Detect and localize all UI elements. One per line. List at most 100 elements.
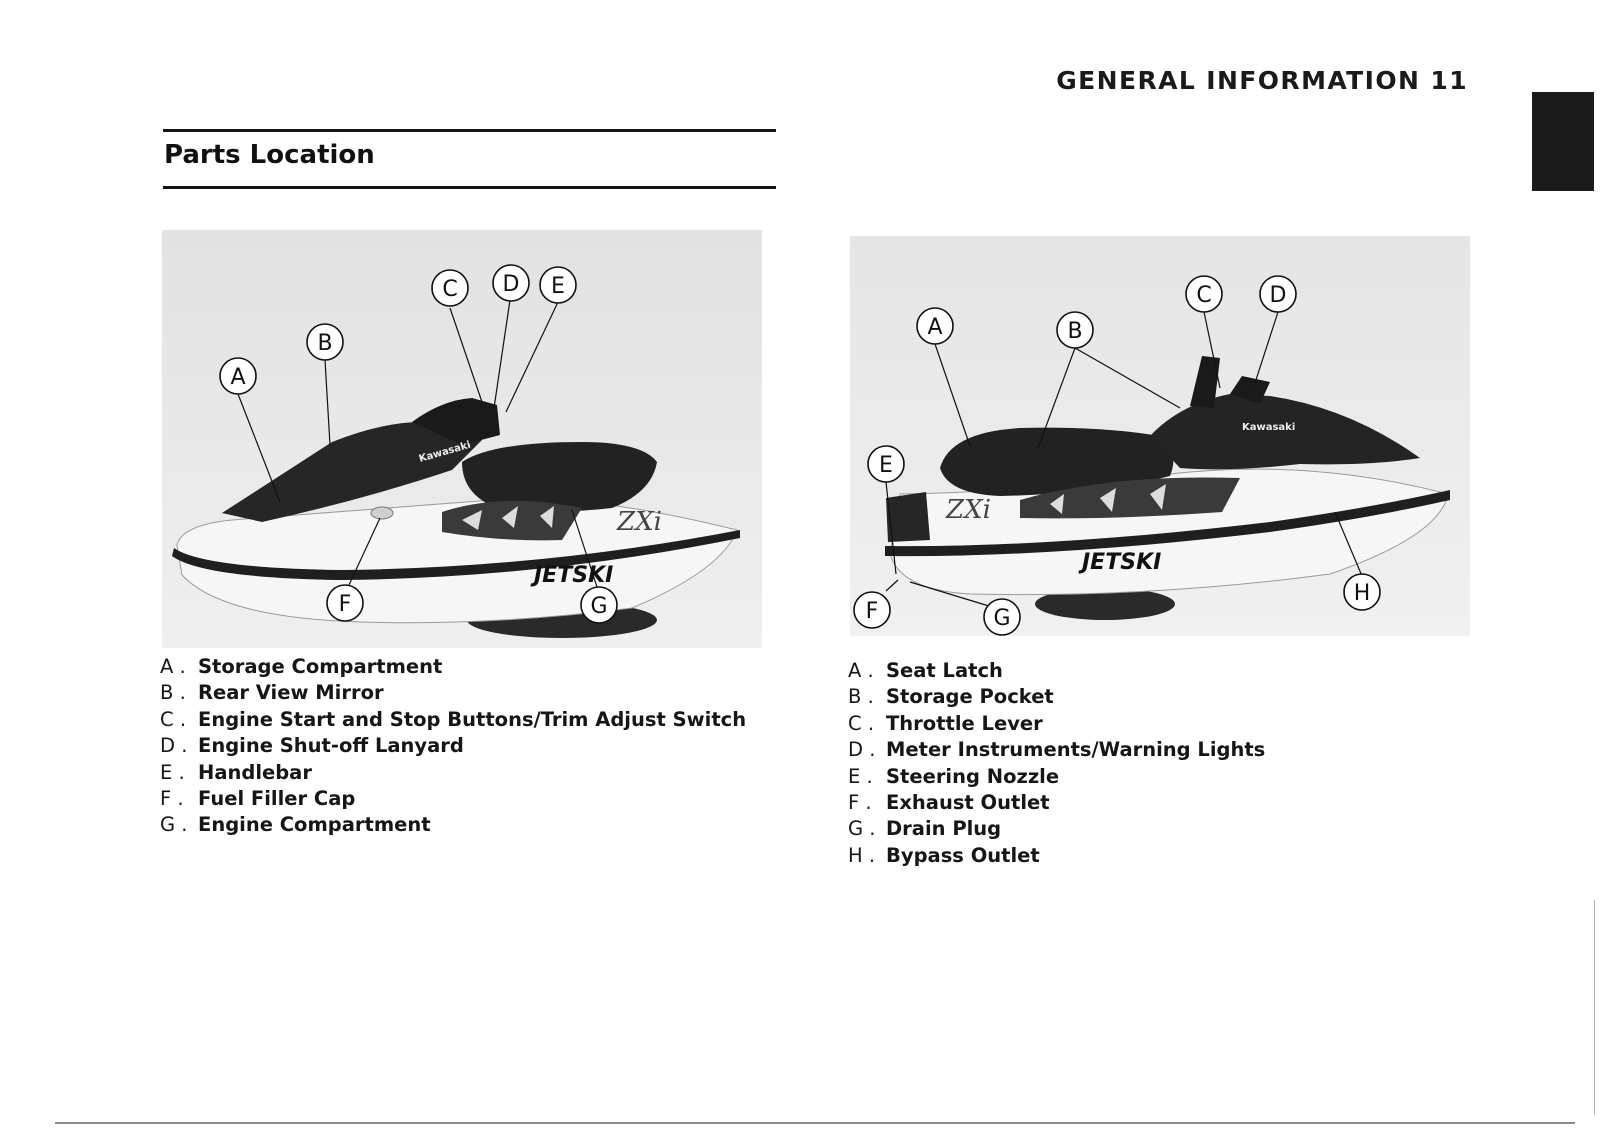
legend-text: Rear View Mirror — [198, 681, 384, 705]
callout-f: F — [853, 591, 891, 629]
section-rule-top — [163, 129, 776, 132]
svg-text:D: D — [503, 272, 520, 297]
callout-e: E — [539, 266, 577, 304]
legend-text: Meter Instruments/Warning Lights — [886, 738, 1266, 762]
leader-lines — [885, 311, 1363, 611]
legend-letter: B . — [848, 685, 874, 709]
legend-letter: B . — [160, 681, 186, 705]
scan-edge-line — [1594, 900, 1595, 1115]
section-thumb-tab — [1532, 92, 1594, 191]
right-parts-legend: A . Seat Latch B . Storage Pocket C . Throt… — [848, 658, 1265, 869]
seat — [462, 442, 657, 512]
storage-hood — [222, 406, 482, 522]
legend-item: D .Engine Shut-off Lanyard — [160, 733, 746, 759]
legend-letter: A . — [160, 655, 186, 678]
page-header-title: GENERAL INFORMATION 11 — [1056, 66, 1468, 95]
svg-text:C: C — [1196, 283, 1211, 308]
left-parts-legend: A . Storage Compartment B . Rear View Mirr… — [160, 654, 746, 839]
legend-text: Throttle Lever — [886, 711, 1043, 735]
legend-letter: H . — [848, 843, 876, 867]
callout-a: A — [219, 357, 257, 395]
legend-text: Engine Compartment — [198, 813, 431, 837]
legend-text: Drain Plug — [886, 817, 1002, 841]
graphic-accents — [462, 506, 554, 530]
svg-text:H: H — [1354, 581, 1371, 606]
page-bottom-rule — [55, 1122, 1575, 1124]
svg-text:C: C — [442, 277, 457, 302]
legend-item: C . Engine Start and Stop Buttons/Trim Ad… — [160, 707, 746, 733]
legend-letter: D . — [160, 734, 188, 758]
rub-rail — [172, 530, 740, 580]
legend-letter: F . — [848, 791, 872, 815]
legend-text: Fuel Filler Cap — [198, 787, 356, 811]
leader-lines — [237, 299, 598, 588]
legend-letter: D . — [848, 738, 876, 762]
handlebar — [1190, 356, 1270, 408]
legend-item: F . Fuel Filler Cap — [160, 786, 746, 812]
rub-rail — [885, 490, 1450, 557]
callout-h: H — [1343, 573, 1381, 611]
legend-item: A . Seat Latch — [848, 658, 1265, 684]
legend-text: Storage Compartment — [198, 655, 443, 678]
fuel-cap — [370, 506, 394, 520]
legend-item: E . Handlebar — [160, 760, 746, 786]
legend-letter: F . — [160, 787, 184, 811]
legend-item: G . Drain Plug — [848, 816, 1265, 842]
legend-item: D . Meter Instruments/Warning Lights — [848, 737, 1265, 763]
callout-b: B — [306, 323, 344, 361]
legend-item: H . Bypass Outlet — [848, 843, 1265, 869]
brand-logo: JETSKI — [530, 563, 613, 588]
legend-item: G . Engine Compartment — [160, 812, 746, 838]
svg-text:E: E — [879, 453, 893, 478]
legend-letter: C . — [160, 707, 187, 731]
legend-text: Seat Latch — [886, 659, 1003, 682]
section-title: Parts Location — [164, 140, 375, 170]
left-watercraft-photo: ZXi JETSKI Kawasaki A B C D — [162, 230, 762, 648]
legend-text: Steering Nozzle — [886, 764, 1060, 788]
svg-text:G: G — [590, 594, 607, 619]
svg-text:D: D — [1270, 283, 1287, 308]
graphic-accents — [1050, 484, 1166, 514]
callout-f: F — [326, 584, 364, 622]
legend-letter: A . — [848, 659, 874, 682]
left-watercraft-illustration: ZXi JETSKI Kawasaki A B C D — [162, 230, 762, 648]
callout-b: B — [1056, 311, 1094, 349]
legend-text: Handlebar — [198, 760, 312, 784]
svg-text:F: F — [866, 599, 879, 624]
svg-text:E: E — [551, 274, 565, 299]
section-rule-bottom — [163, 186, 776, 189]
callout-a: A — [916, 307, 954, 345]
svg-text:G: G — [993, 606, 1010, 631]
stern-step — [886, 492, 930, 542]
legend-letter: E . — [160, 760, 185, 784]
right-watercraft-photo: ZXi JETSKI Kawasaki A B C D — [850, 236, 1470, 636]
hull-graphic — [1020, 477, 1240, 519]
legend-item: F . Exhaust Outlet — [848, 790, 1265, 816]
legend-text: Storage Pocket — [886, 685, 1054, 709]
legend-letter: E . — [848, 764, 873, 788]
legend-text: Bypass Outlet — [886, 843, 1040, 867]
svg-text:B: B — [317, 331, 332, 356]
callout-c: C — [431, 269, 469, 307]
maker-logo: Kawasaki — [1242, 422, 1295, 433]
svg-text:A: A — [230, 365, 245, 390]
legend-item: B . Rear View Mirror — [160, 680, 746, 706]
callout-d: D — [1259, 275, 1297, 313]
legend-text: Engine Start and Stop Buttons/Trim Adjus… — [198, 707, 747, 731]
brand-logo: JETSKI — [1078, 550, 1161, 575]
legend-letter: G . — [848, 817, 876, 841]
svg-text:B: B — [1067, 319, 1082, 344]
seat — [940, 427, 1174, 496]
callout-c: C — [1185, 275, 1223, 313]
model-logo: ZXi — [616, 507, 662, 537]
callout-e: E — [867, 445, 905, 483]
front-deck — [1150, 394, 1420, 470]
legend-letter: G . — [160, 813, 188, 837]
legend-text: Exhaust Outlet — [886, 791, 1050, 815]
legend-letter: C . — [848, 711, 875, 735]
hull-shadow — [1035, 588, 1175, 620]
callout-d: D — [492, 264, 530, 302]
svg-text:A: A — [927, 315, 942, 340]
svg-text:F: F — [339, 592, 352, 617]
model-logo: ZXi — [945, 495, 991, 525]
